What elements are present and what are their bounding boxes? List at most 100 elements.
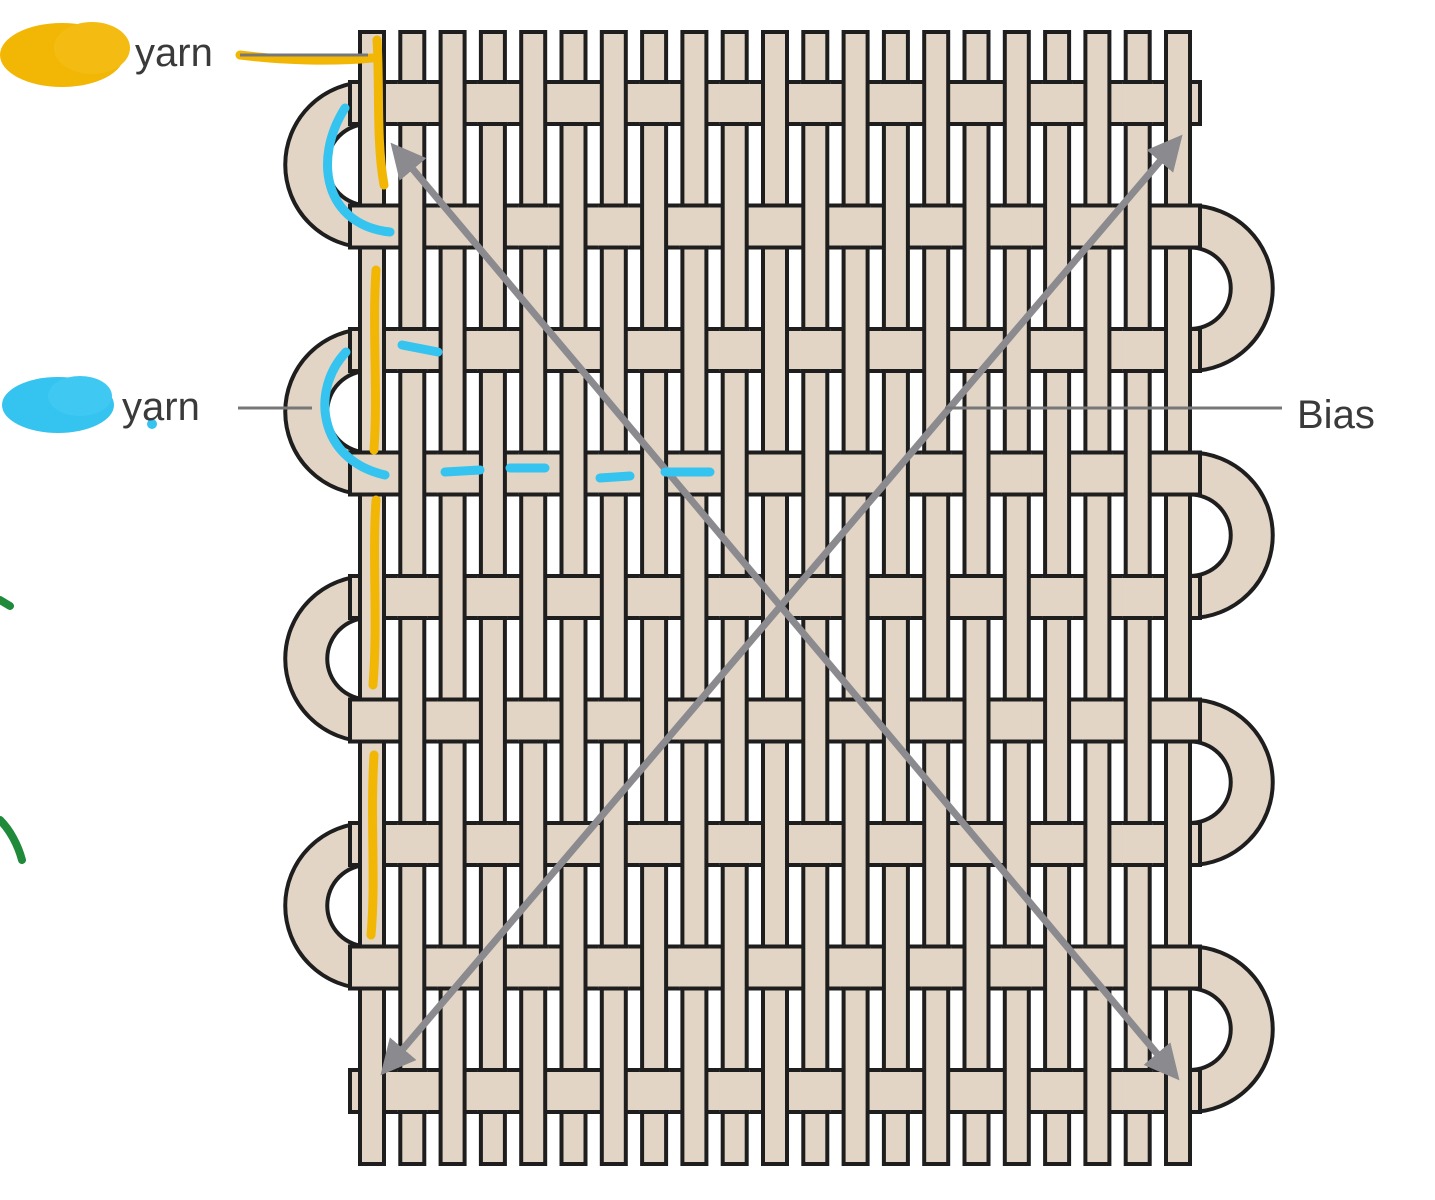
warp-yarn bbox=[599, 30, 628, 1166]
weft-over-crossing bbox=[397, 82, 428, 124]
weft-over-crossing bbox=[477, 1070, 508, 1112]
weft-over-crossing bbox=[1042, 823, 1073, 865]
weft-over-crossing bbox=[1042, 329, 1073, 371]
green-mark-1 bbox=[0, 596, 14, 610]
selvage-loop bbox=[283, 820, 370, 991]
weft-over-crossing bbox=[880, 82, 911, 124]
weft-over-crossing bbox=[397, 823, 428, 865]
weft-over-crossing bbox=[880, 329, 911, 371]
warp-yarn bbox=[1164, 30, 1192, 1166]
warp-yarn bbox=[519, 30, 548, 1166]
weft-over-crossing bbox=[477, 823, 508, 865]
weft-highlight-dash-1 bbox=[440, 465, 485, 477]
weft-highlight-dash-top bbox=[397, 340, 443, 357]
warp-highlight-line-1 bbox=[369, 265, 381, 455]
weft-over-crossing bbox=[961, 82, 992, 124]
weft-over-crossing bbox=[558, 576, 589, 618]
weft-over-crossing bbox=[800, 1070, 831, 1112]
weft-over-crossing bbox=[598, 946, 629, 989]
weft-over-crossing bbox=[1163, 699, 1193, 742]
weft-over-crossing bbox=[397, 1070, 428, 1112]
weft-yarn-label: yarn bbox=[122, 385, 200, 429]
bias-arrow-diagonal-2 bbox=[380, 134, 1183, 1076]
warp-yarn bbox=[841, 30, 870, 1166]
warp-highlight-markup bbox=[235, 35, 389, 940]
weft-over-crossing bbox=[961, 576, 992, 618]
warp-yarn bbox=[680, 30, 709, 1166]
warp-scribble-icon bbox=[0, 22, 130, 87]
selvage-loop bbox=[1188, 944, 1275, 1115]
weft-scribble-icon bbox=[2, 376, 157, 433]
weft-over-crossing bbox=[598, 699, 629, 742]
selvage-loop bbox=[1188, 450, 1275, 621]
weft-over-crossing bbox=[639, 1070, 670, 1112]
warp-yarn-label: yarn bbox=[135, 31, 213, 75]
weft-over-crossing bbox=[719, 1070, 750, 1112]
weft-over-crossing bbox=[1001, 699, 1032, 742]
weft-over-crossing bbox=[840, 452, 871, 495]
weft-over-crossing bbox=[397, 576, 428, 618]
weft-over-crossing bbox=[477, 576, 508, 618]
weft-over-crossing bbox=[558, 82, 589, 124]
weft-over-crossing bbox=[679, 946, 710, 989]
weft-over-crossing bbox=[639, 576, 670, 618]
weft-over-crossing bbox=[921, 205, 952, 248]
weft-over-crossing bbox=[840, 946, 871, 989]
weft-over-crossing bbox=[1163, 205, 1193, 248]
weft-over-crossing bbox=[880, 576, 911, 618]
weft-over-crossing bbox=[477, 329, 508, 371]
weft-over-crossing bbox=[800, 82, 831, 124]
weft-over-crossing bbox=[518, 699, 549, 742]
weft-over-crossing bbox=[357, 946, 387, 989]
weft-highlight-top-loop bbox=[323, 103, 395, 237]
selvage-loop bbox=[283, 573, 370, 744]
weft-over-crossing bbox=[1001, 946, 1032, 989]
weft-over-crossing bbox=[1163, 452, 1193, 495]
weft-over-crossing bbox=[1163, 946, 1193, 989]
weft-highlight-loop bbox=[320, 347, 390, 480]
weft-over-crossing bbox=[558, 1070, 589, 1112]
warp-yarn bbox=[1002, 30, 1031, 1166]
weft-over-crossing bbox=[760, 205, 790, 248]
warp-highlight-line-top bbox=[372, 35, 389, 190]
weft-over-crossing bbox=[518, 205, 549, 248]
warp-highlight-leader bbox=[235, 50, 377, 65]
weft-highlight-dash-3 bbox=[595, 471, 635, 483]
weft-over-crossing bbox=[1122, 823, 1153, 865]
weft-over-crossing bbox=[1042, 576, 1073, 618]
weft-over-crossing bbox=[639, 329, 670, 371]
warp-yarn bbox=[922, 30, 951, 1166]
weft-highlight-markup bbox=[320, 103, 715, 483]
selvage-loop bbox=[1188, 203, 1275, 374]
weft-over-crossing bbox=[437, 699, 468, 742]
weft-over-crossing bbox=[1001, 452, 1032, 495]
weft-over-crossing bbox=[760, 699, 790, 742]
weft-over-crossing bbox=[1042, 1070, 1073, 1112]
weft-over-crossing bbox=[1042, 82, 1073, 124]
weft-over-crossing bbox=[719, 82, 750, 124]
bias-label: Bias bbox=[1297, 393, 1375, 437]
green-pen-marks bbox=[0, 596, 26, 864]
weft-over-crossing bbox=[719, 576, 750, 618]
weft-over-crossing bbox=[598, 205, 629, 248]
weft-over-crossing bbox=[800, 329, 831, 371]
weft-over-crossing bbox=[760, 946, 790, 989]
weft-over-crossing bbox=[639, 82, 670, 124]
weft-over-crossing bbox=[719, 823, 750, 865]
green-mark-2 bbox=[0, 816, 26, 864]
weft-over-crossing bbox=[1082, 452, 1113, 495]
weft-over-crossing bbox=[800, 823, 831, 865]
weft-over-crossing bbox=[477, 82, 508, 124]
weft-over-crossing bbox=[880, 1070, 911, 1112]
weft-over-crossing bbox=[518, 946, 549, 989]
weft-over-crossing bbox=[921, 452, 952, 495]
weft-over-crossing bbox=[1122, 329, 1153, 371]
weft-over-crossing bbox=[760, 452, 790, 495]
weft-over-crossing bbox=[1122, 576, 1153, 618]
weft-over-crossing bbox=[679, 205, 710, 248]
weft-over-crossing bbox=[357, 699, 387, 742]
weft-over-crossing bbox=[1122, 82, 1153, 124]
weft-over-crossing bbox=[639, 823, 670, 865]
